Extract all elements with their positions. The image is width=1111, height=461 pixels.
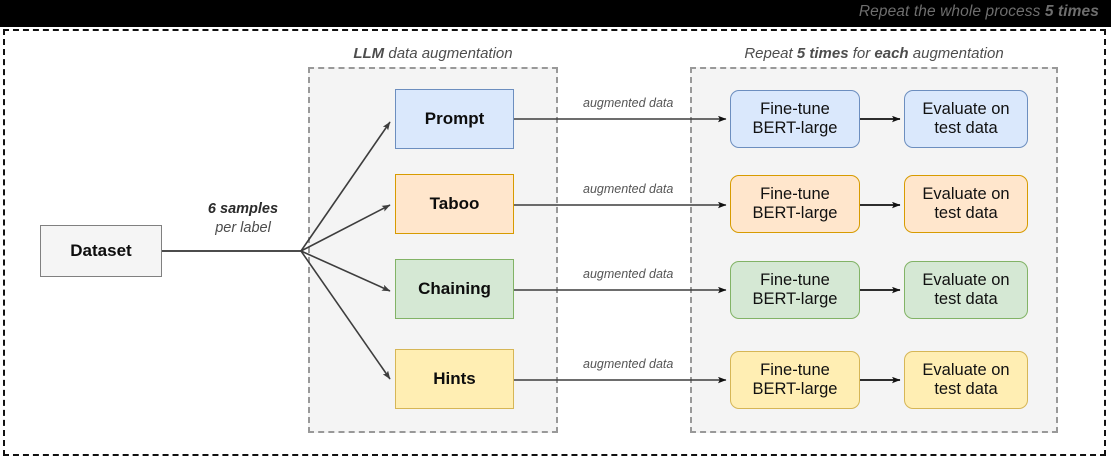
node-evaluate-on-test-data-1[interactable]: Evaluate on test data: [904, 90, 1028, 148]
evaluate-line2-4: test data: [934, 380, 998, 398]
node-evaluate-on-test-data-3[interactable]: Evaluate on test data: [904, 261, 1028, 319]
node-evaluate-on-test-data-2[interactable]: Evaluate on test data: [904, 175, 1028, 233]
finetune-line1-1: Fine-tune: [760, 99, 830, 118]
banner-text-bold: 5 times: [1044, 3, 1099, 20]
rep-title-bold2: each: [874, 45, 909, 62]
banner-text-prefix: Repeat the whole process: [858, 3, 1045, 20]
evaluate-line1-1: Evaluate on: [922, 99, 1010, 118]
node-augmentation-chaining[interactable]: Chaining: [395, 259, 514, 319]
node-evaluate-on-test-data-4[interactable]: Evaluate on test data: [904, 351, 1028, 409]
finetune-line2-3: BERT-large: [752, 290, 838, 308]
rep-title-mid: for: [848, 45, 875, 62]
rep-title-suffix: augmentation: [908, 45, 1004, 62]
node-dataset-label: Dataset: [70, 241, 132, 261]
node-finetune-bert-large-1[interactable]: Fine-tune BERT-large: [730, 90, 860, 148]
evaluate-line2-1: test data: [934, 119, 998, 137]
rep-title-prefix: Repeat: [744, 45, 797, 62]
node-dataset[interactable]: Dataset: [40, 225, 162, 277]
section-title-repeat: Repeat 5 times for each augmentation: [690, 45, 1058, 62]
node-finetune-bert-large-2[interactable]: Fine-tune BERT-large: [730, 175, 860, 233]
llm-title-mid: data augmentation: [384, 45, 513, 62]
finetune-line1-2: Fine-tune: [760, 184, 830, 203]
evaluate-line1-4: Evaluate on: [922, 360, 1010, 379]
llm-title-bold: LLM: [353, 45, 385, 62]
evaluate-line1-2: Evaluate on: [922, 184, 1010, 203]
edge-label-augmented-data-1: augmented data: [583, 96, 674, 110]
repeat-whole-process-label: Repeat the whole process 5 times: [859, 3, 1099, 21]
edge-label-samples-per-label: 6 samples per label: [183, 200, 303, 237]
rep-title-bold1: 5 times: [796, 45, 849, 62]
edge-label-augmented-data-3: augmented data: [583, 267, 674, 281]
evaluate-line2-3: test data: [934, 290, 998, 308]
finetune-line2-4: BERT-large: [752, 380, 838, 398]
node-finetune-bert-large-4[interactable]: Fine-tune BERT-large: [730, 351, 860, 409]
evaluate-line2-2: test data: [934, 204, 998, 222]
samples-per-label-label: per label: [215, 219, 271, 236]
finetune-line2-1: BERT-large: [752, 119, 838, 137]
finetune-line1-3: Fine-tune: [760, 270, 830, 289]
edge-label-augmented-data-2: augmented data: [583, 182, 674, 196]
node-prompt-label: Prompt: [424, 109, 485, 129]
finetune-line2-2: BERT-large: [752, 204, 838, 222]
node-hints-label: Hints: [433, 369, 476, 389]
node-taboo-label: Taboo: [429, 194, 480, 214]
node-finetune-bert-large-3[interactable]: Fine-tune BERT-large: [730, 261, 860, 319]
finetune-line1-4: Fine-tune: [760, 360, 830, 379]
samples-count-label: 6 samples: [207, 201, 279, 217]
node-chaining-label: Chaining: [418, 279, 491, 299]
evaluate-line1-3: Evaluate on: [922, 270, 1010, 289]
top-banner: Repeat the whole process 5 times: [0, 0, 1111, 27]
section-title-llm: LLM data augmentation: [308, 45, 558, 62]
node-augmentation-taboo[interactable]: Taboo: [395, 174, 514, 234]
node-augmentation-prompt[interactable]: Prompt: [395, 89, 514, 149]
outer-process-frame: [3, 29, 1106, 456]
edge-label-augmented-data-4: augmented data: [583, 357, 674, 371]
node-augmentation-hints[interactable]: Hints: [395, 349, 514, 409]
